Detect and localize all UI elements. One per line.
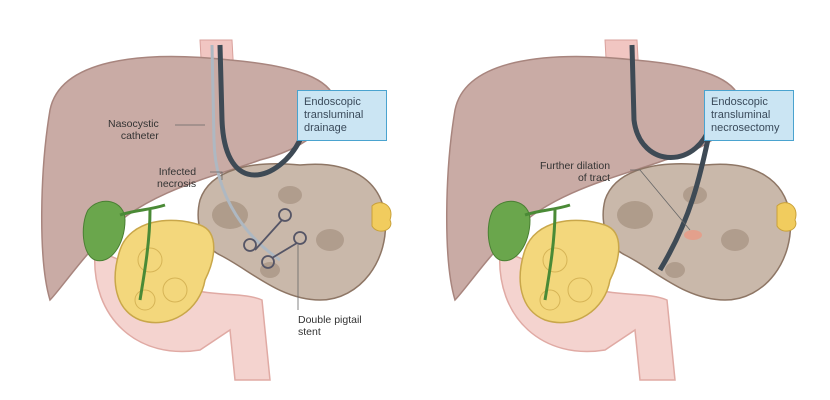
callout-line: transluminal xyxy=(304,109,364,121)
nasocystic-catheter xyxy=(210,44,281,262)
callout-line: necrosectomy xyxy=(711,122,780,134)
label-further-dilation: Further dilation of tract xyxy=(540,160,610,184)
label-line: stent xyxy=(298,326,321,338)
endoscope xyxy=(217,44,303,178)
dilated-tract xyxy=(684,230,702,240)
label-nasocystic-catheter: Nasocystic catheter xyxy=(108,118,159,142)
label-double-pigtail-stent: Double pigtail stent xyxy=(298,314,362,338)
callout-line: drainage xyxy=(304,122,347,134)
label-infected-necrosis: Infected necrosis xyxy=(157,166,196,190)
label-line: necrosis xyxy=(157,178,197,190)
label-line: Further dilation xyxy=(540,160,611,172)
label-line: Infected xyxy=(158,166,197,178)
callout-line: transluminal xyxy=(711,109,771,121)
label-line: Double pigtail xyxy=(298,314,362,326)
callout-necrosectomy: Endoscopic transluminal necrosectomy xyxy=(704,90,794,141)
callout-line: Endoscopic xyxy=(711,96,768,108)
label-line: Nasocystic xyxy=(108,118,159,130)
label-line: of tract xyxy=(577,172,611,184)
double-pigtail-stent xyxy=(243,208,307,269)
callout-line: Endoscopic xyxy=(304,96,361,108)
callout-drainage: Endoscopic transluminal drainage xyxy=(297,90,387,141)
label-line: catheter xyxy=(120,130,159,142)
